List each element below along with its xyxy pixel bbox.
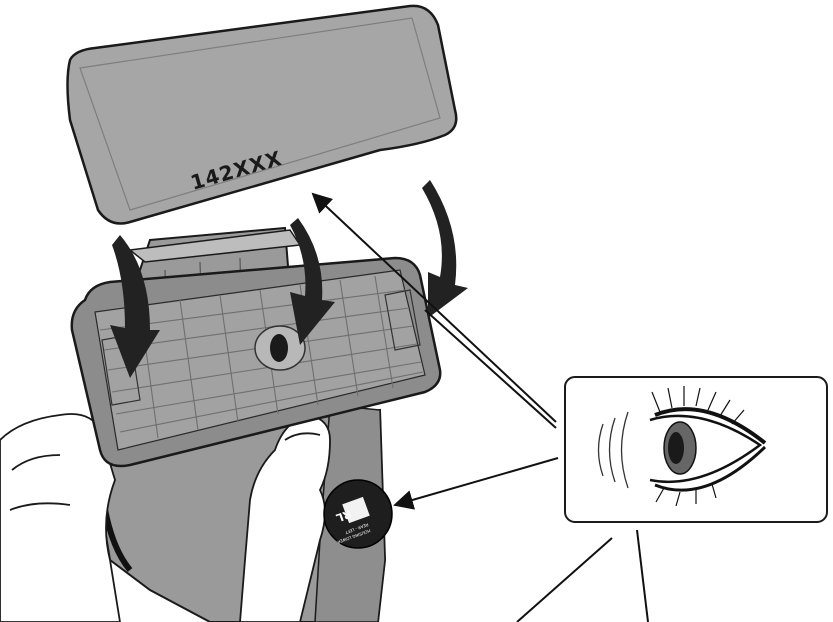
rl-sticker: RL REAR - LEFT HOUSING LOWER [323, 479, 393, 549]
sight-lines-icon [597, 411, 629, 489]
tray-right-clip [384, 289, 421, 351]
pointer-lines [311, 192, 649, 622]
cover-shape [66, 4, 458, 225]
curved-arrows [110, 180, 468, 378]
curved-arrow-left [110, 235, 160, 378]
tray-center-hole [270, 334, 288, 362]
pointer-to-tray [424, 309, 557, 429]
eye-callout [564, 376, 828, 523]
leader-line-right [636, 529, 649, 622]
pointer-to-cover [311, 192, 557, 423]
curved-arrow-right [422, 180, 468, 318]
mirror-cover: 142XXX [66, 4, 458, 225]
eye-icon [649, 386, 767, 507]
mounting-tray [70, 256, 442, 468]
leader-line-left [516, 537, 613, 622]
hands [0, 413, 331, 622]
curved-arrow-center [290, 218, 335, 345]
pointer-to-sticker [393, 457, 559, 510]
sticker-label: RL [334, 507, 353, 525]
